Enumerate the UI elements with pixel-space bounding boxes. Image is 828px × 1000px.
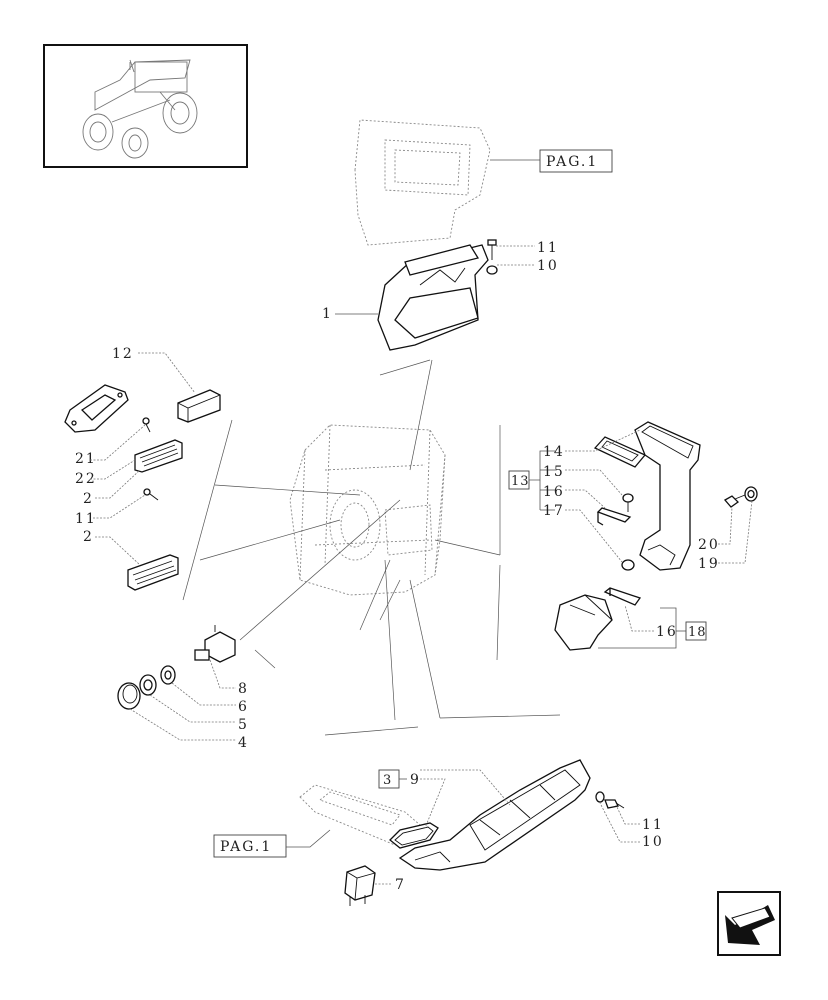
plug-17	[621, 559, 635, 571]
part-6-washer: 6	[160, 665, 249, 715]
callout-11: 11	[642, 817, 664, 833]
callout-16: 16	[656, 624, 678, 640]
right-callouts: 13 14 15 16 17 20 19 16 18	[508, 429, 753, 649]
callout-15: 15	[543, 464, 565, 480]
page-ref-top: PAG.1	[490, 149, 613, 173]
callout-17: 17	[543, 503, 565, 519]
callout-2: 2	[83, 491, 94, 507]
bolt-11-bottom	[595, 791, 625, 809]
left-callouts: 21 22 2 11 2	[75, 424, 146, 566]
part-2-vent-lower	[127, 554, 179, 591]
callout-7: 7	[395, 877, 406, 893]
callout-11: 11	[75, 511, 97, 527]
part-13-duct	[634, 421, 701, 571]
callout-12: 12	[112, 346, 134, 362]
callout-2: 2	[83, 529, 94, 545]
part-21-gasket	[64, 384, 129, 433]
washer-10-top: 10	[486, 258, 559, 275]
callout-11: 11	[537, 240, 559, 256]
part-9-gasket	[389, 822, 439, 849]
screw-11-left	[143, 488, 159, 501]
part-8-switch: 8	[194, 625, 249, 697]
callout-10: 10	[537, 258, 559, 274]
clip-16-lower	[603, 587, 642, 606]
page-ref-bottom: PAG.1	[213, 829, 331, 858]
callout-19: 19	[698, 556, 720, 572]
callout-5: 5	[238, 717, 249, 733]
callout-13: 13	[511, 474, 530, 489]
part-14-gasket	[593, 436, 647, 468]
part-5-nut: 5	[139, 674, 249, 733]
callout-16: 16	[543, 484, 565, 500]
part-20-bolt	[723, 486, 758, 508]
part-7-relay: 7	[344, 865, 406, 906]
part-1-upper-duct	[377, 244, 489, 351]
part-3-lower-duct	[398, 759, 591, 871]
part-18-cover	[554, 594, 613, 651]
callout-6: 6	[238, 699, 249, 715]
page-ref-label: PAG.1	[546, 154, 598, 170]
cab-leader-lines	[182, 359, 561, 736]
callout-18: 18	[688, 625, 707, 640]
cab-roof-ghost	[354, 119, 491, 246]
callout-8: 8	[238, 681, 249, 697]
clip-16-right	[596, 507, 632, 526]
screw-15	[622, 493, 634, 512]
part-12-cover: 12	[112, 346, 221, 423]
callout-9: 9	[410, 772, 421, 788]
bolt-11-top: 11	[487, 239, 559, 260]
callout-22: 22	[75, 471, 97, 487]
cab-frame-ghost	[289, 424, 446, 596]
part-4-knob: 4	[117, 682, 249, 751]
page-ref-label: PAG.1	[220, 839, 272, 855]
callout-10: 10	[642, 834, 664, 850]
callout-4: 4	[238, 735, 249, 751]
part-22-vent	[134, 417, 183, 473]
callout-1: 1	[322, 306, 333, 322]
floor-duct-ghost	[299, 784, 421, 846]
callout-21: 21	[75, 451, 97, 467]
next-page-arrow-icon[interactable]	[717, 891, 781, 956]
tractor-thumbnail-icon	[43, 44, 248, 168]
callout-3: 3	[383, 773, 392, 788]
callout-14: 14	[543, 444, 565, 460]
callout-20: 20	[698, 537, 720, 553]
bottom-callouts: 3 9 11 10	[378, 769, 664, 850]
